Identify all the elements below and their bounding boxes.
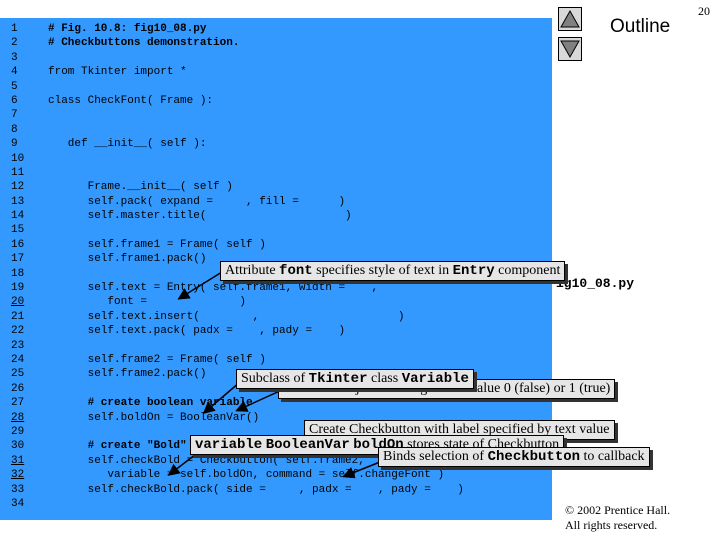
line-number: 9 <box>11 138 18 151</box>
line-number: 23 <box>11 339 25 352</box>
copyright-line-1: © 2002 Prentice Hall. <box>565 503 671 517</box>
line-number: 17 <box>11 253 25 266</box>
line-number: 12 <box>11 181 25 194</box>
code-line: self.frame2.pack() <box>48 368 207 381</box>
code-line: font = ) <box>48 296 247 309</box>
triangle-down-icon <box>560 40 580 59</box>
line-number: 13 <box>11 195 25 208</box>
triangle-up-icon <box>560 9 580 28</box>
line-number: 6 <box>11 94 18 107</box>
line-number: 18 <box>11 267 25 280</box>
line-number: 28 <box>11 411 25 424</box>
line-number: 5 <box>11 80 18 93</box>
arrow-font <box>177 271 223 300</box>
code-listing: # Fig. 10.8: fig10_08.py # Checkbuttons d… <box>48 22 464 511</box>
line-number: 24 <box>11 353 25 366</box>
arrow-binds <box>342 461 381 479</box>
code-line: # Checkbuttons demonstration. <box>48 37 240 50</box>
code-line: self.frame2 = Frame( self ) <box>48 353 266 366</box>
line-number: 30 <box>11 440 25 453</box>
code-line: # Fig. 10.8: fig10_08.py <box>48 23 207 35</box>
code-line: self.text.insert( , ) <box>48 310 405 323</box>
line-number: 26 <box>11 382 25 395</box>
line-number: 31 <box>11 454 25 467</box>
code-line: from Tkinter import * <box>48 66 187 79</box>
copyright-line-2: All rights reserved. <box>565 518 658 532</box>
code-line: self.master.title( ) <box>48 210 352 223</box>
line-number: 19 <box>11 282 25 295</box>
line-number: 16 <box>11 238 25 251</box>
outline-label[interactable]: Outline <box>610 16 671 37</box>
line-number: 22 <box>11 325 25 338</box>
line-number: 21 <box>11 310 25 323</box>
line-number: 8 <box>11 123 18 136</box>
code-line: self.text = Entry( self.frame1, width = … <box>48 282 379 295</box>
callout-binds-selection: Binds selection of Checkbutton to callba… <box>378 447 650 467</box>
line-number: 25 <box>11 368 25 381</box>
line-number: 32 <box>11 469 25 482</box>
next-slide-button[interactable] <box>558 37 582 61</box>
code-line: self.frame1 = Frame( self ) <box>48 238 266 251</box>
callout-font-attribute: Attribute font specifies style of text i… <box>220 261 566 281</box>
arrow-container <box>235 389 283 412</box>
line-number: 15 <box>11 224 25 237</box>
arrow-subclass <box>202 381 241 414</box>
line-number: 7 <box>11 109 18 122</box>
code-line: self.text.pack( padx = , pady = ) <box>48 325 346 338</box>
line-number: 11 <box>11 166 25 179</box>
code-line: def __init__( self ): <box>48 138 207 151</box>
line-number: 3 <box>11 51 18 64</box>
line-number: 29 <box>11 425 25 438</box>
line-number: 27 <box>11 397 25 410</box>
code-line: class CheckFont( Frame ): <box>48 94 214 107</box>
line-number: 4 <box>11 66 18 79</box>
page-number: 20 <box>698 4 710 18</box>
code-line: self.pack( expand = , fill = ) <box>48 195 346 208</box>
line-number: 14 <box>11 210 25 223</box>
code-line: self.frame1.pack() <box>48 253 207 266</box>
code-line: Frame.__init__( self ) <box>48 181 233 194</box>
copyright: © 2002 Prentice Hall. All rights reserve… <box>565 503 670 533</box>
file-name: ig10_08.py <box>556 276 635 291</box>
line-number: 20 <box>11 296 25 309</box>
line-number: 2 <box>11 37 18 50</box>
code-line: self.checkBold.pack( side = , padx = , p… <box>48 483 464 496</box>
previous-slide-button[interactable] <box>558 7 582 31</box>
line-number: 34 <box>11 497 25 510</box>
code-line: variable = self.boldOn, command = self.c… <box>48 469 445 482</box>
line-number: 1 <box>11 23 18 35</box>
line-number: 10 <box>11 152 25 165</box>
code-line: self.boldOn = BooleanVar() <box>48 411 260 424</box>
code-line: self.checkBold = Checkbutton( self.frame… <box>48 454 365 467</box>
callout-subclass-variable: Subclass of Tkinter class Variable <box>236 369 474 389</box>
line-number: 33 <box>11 483 25 496</box>
